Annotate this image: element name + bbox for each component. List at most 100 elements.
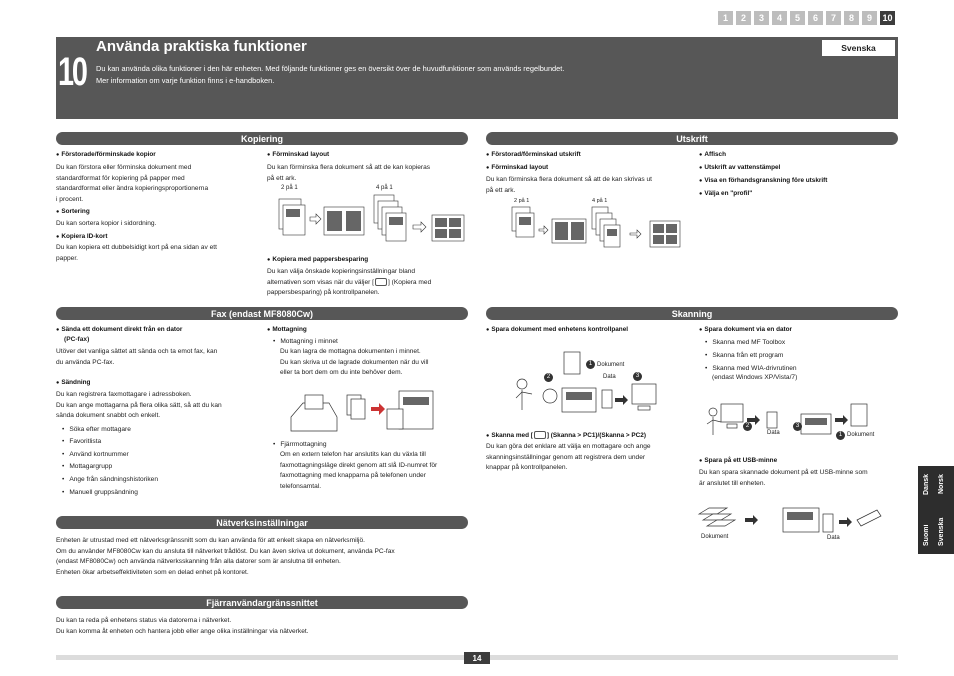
fax-heading-1: Sända ett dokument direkt från en dator — [56, 325, 182, 335]
fax-sub1-text: Du kan lagra de mottagna dokumenten i mi… — [280, 347, 470, 379]
side-col-1: Suomi Dansk — [923, 474, 930, 546]
chapter-tab-6[interactable]: 6 — [808, 11, 823, 25]
fjarr-text: Du kan ta reda på enhetens status via da… — [56, 616, 526, 637]
print-layout-illustration — [511, 206, 681, 248]
text-line: Om en extern telefon har anslutits kan d… — [280, 451, 426, 458]
text-line: Du kan registrera faxmottagare i adressb… — [56, 391, 192, 398]
list-item: Favoritlista — [62, 437, 101, 447]
language-badge: Svenska — [822, 40, 895, 56]
text-line: standardformat eller ändra kopieringspro… — [56, 185, 209, 192]
copy-layout-illustration — [278, 194, 465, 242]
utskrift-heading-2: Förminskad layout — [486, 163, 548, 173]
label-2-pa-1: 2 på 1 — [514, 198, 530, 204]
side-lang: Norsk — [938, 474, 945, 494]
list-item: Skanna med MF Toolbox — [705, 338, 785, 348]
text-line: i procent. — [56, 195, 84, 203]
text-line: på ett ark. — [486, 186, 516, 194]
chapter-tab-3[interactable]: 3 — [754, 11, 769, 25]
intro-text: Du kan använda olika funktioner i den hä… — [96, 63, 796, 87]
label-4-pa-1: 4 på 1 — [592, 198, 608, 204]
kopiering-heading-2: Sortering — [56, 207, 89, 217]
label-data: Data — [767, 430, 780, 436]
utskrift-heading-1: Förstorad/förminskad utskrift — [486, 150, 580, 160]
chapter-tab-2[interactable]: 2 — [736, 11, 751, 25]
list-item: Skanna från ett program — [705, 351, 783, 361]
text-line: sända dokument snabbt och enkelt. — [56, 412, 161, 419]
kopiering-heading-4: Förminskad layout — [267, 150, 329, 160]
text-line: Du kan ta reda på enhetens status via da… — [56, 617, 232, 624]
chapter-tab-10[interactable]: 10 — [880, 11, 895, 25]
step-2-marker: 2 — [743, 422, 752, 431]
section-kopiering-title: Kopiering — [56, 132, 468, 145]
utskrift-heading-3: Affisch — [699, 150, 726, 160]
list-item: Fjärrmottagning — [273, 440, 326, 450]
chapter-tab-4[interactable]: 4 — [772, 11, 787, 25]
chapter-tabs: 1 2 3 4 5 6 7 8 9 10 — [718, 11, 895, 25]
skanning-heading-2: Skanna med [ ] (Skanna > PC1)/(Skanna > P… — [486, 431, 646, 441]
scan-pc-illustration — [706, 403, 868, 435]
text-span: Skanna med [ — [491, 432, 533, 439]
text-span: ] (Kopiera med — [388, 278, 432, 286]
fax-heading-1b: (PC-fax) — [64, 336, 90, 343]
section-utskrift-title: Utskrift — [486, 132, 898, 145]
text-line: Du kan förstora eller förminska dokument… — [56, 164, 192, 171]
scan-panel-illustration — [515, 351, 657, 413]
kopiering-heading-1: Förstorade/förminskade kopior — [56, 150, 155, 160]
side-lang: Suomi — [923, 524, 930, 546]
skanning-heading-1: Spara dokument med enhetens kontrollpane… — [486, 325, 628, 335]
text-line: Du kan kopiera ett dubbelsidigt kort på … — [56, 244, 217, 251]
text-line: faxmottagningsläge direkt genom att slå … — [280, 461, 438, 469]
list-item: Mottagargrupp — [62, 462, 112, 472]
section-fax-title: Fax (endast MF8080Cw) — [56, 307, 468, 320]
step-2-marker: 2 — [544, 373, 553, 382]
kopiering-heading-5: Kopiera med pappersbesparing — [267, 255, 368, 265]
text-line: eller ta bort dem om du inte behöver dem… — [280, 369, 403, 376]
chapter-tab-7[interactable]: 7 — [826, 11, 841, 25]
section-natverk-title: Nätverksinställningar — [56, 516, 468, 529]
list-item: Använd kortnummer — [62, 450, 128, 460]
label-2-pa-1: 2 på 1 — [281, 185, 298, 191]
chapter-tab-1[interactable]: 1 — [718, 11, 733, 25]
text-line: faxmottagning med knapparna på telefonen… — [280, 472, 426, 479]
page-title: Använda praktiska funktioner — [96, 38, 307, 55]
chapter-tab-9[interactable]: 9 — [862, 11, 877, 25]
utskrift-heading-6: Välja en "profil" — [699, 189, 752, 199]
step-1-marker: 1 — [836, 431, 845, 440]
utskrift-text-2: Du kan förminska flera dokument så att d… — [486, 175, 691, 196]
text-line: på ett ark. — [267, 174, 297, 182]
page-number: 14 — [464, 652, 490, 664]
list-item: Ange från sändningshistoriken — [62, 475, 158, 485]
section-fjarr-title: Fjärranvändargränssnittet — [56, 596, 468, 609]
text-line: du använda PC-fax. — [56, 358, 115, 366]
fax-heading-2: Sändning — [56, 378, 90, 388]
kopiering-heading-3: Kopiera ID-kort — [56, 232, 107, 242]
utskrift-heading-4: Utskrift av vattenstämpel — [699, 163, 780, 173]
text-line: är anslutet till enheten. — [699, 479, 766, 487]
skanning-text-2: Du kan göra det enklare att välja en mot… — [486, 442, 691, 474]
side-lang: Dansk — [923, 474, 930, 496]
label-data: Data — [603, 374, 616, 380]
chapter-tab-8[interactable]: 8 — [844, 11, 859, 25]
chapter-tab-5[interactable]: 5 — [790, 11, 805, 25]
list-item: Söka efter mottagare — [62, 425, 131, 435]
label-data: Data — [827, 535, 840, 541]
kopiering-text-4: Du kan förminska flera dokument så att d… — [267, 163, 467, 184]
kopiering-text-2: Du kan sortera kopior i sidordning. — [56, 220, 157, 227]
kopiering-text-5: Du kan välja önskade kopieringsinställni… — [267, 267, 472, 299]
text-line: Du kan skriva ut de lagrade dokumenten n… — [280, 358, 429, 366]
list-item: Mottagning i minnet — [273, 337, 338, 347]
label-dokument: Dokument — [701, 534, 729, 540]
text-line: Du kan spara skannade dokument på ett US… — [699, 469, 868, 476]
side-lang: Svenska — [938, 517, 945, 546]
text-line: Du kan göra det enklare att välja en mot… — [486, 443, 651, 450]
text-line: Du kan ange mottagarna på flera olika sä… — [56, 401, 222, 409]
text-line: Du kan välja önskade kopieringsinställni… — [267, 268, 416, 275]
text-line: Enheten ökar arbetseffektiviteten som en… — [56, 568, 249, 576]
fax-illustration — [290, 390, 434, 432]
step-3-marker: 3 — [793, 422, 802, 431]
chapter-number: 10 — [58, 50, 88, 94]
natverk-text: Enheten är utrustad med ett nätverksgrän… — [56, 536, 526, 578]
text-line: pappersbesparing) på kontrollpanelen. — [267, 289, 380, 296]
paper-save-key-icon — [375, 277, 388, 286]
text-span: ] (Skanna > PC1)/(Skanna > PC2) — [546, 432, 646, 439]
